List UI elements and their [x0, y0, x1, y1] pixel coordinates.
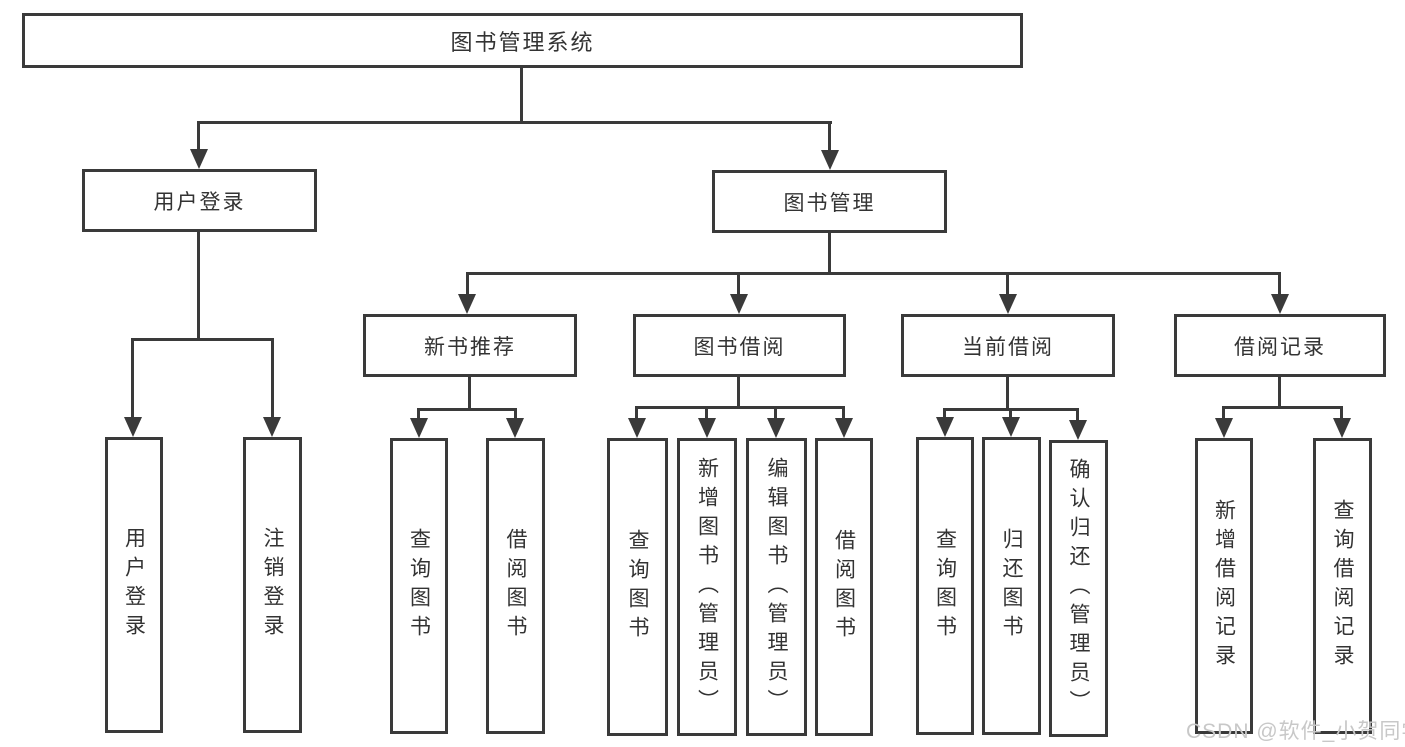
connector-line	[636, 406, 845, 409]
connector-line	[520, 68, 523, 121]
node-current-borrowing: 当前借阅	[901, 314, 1115, 377]
connector-line	[1278, 377, 1281, 406]
arrow-down-icon	[628, 418, 646, 438]
arrow-down-icon	[190, 149, 208, 169]
connector-line	[774, 406, 777, 419]
node-label: 图书管理系统	[450, 29, 595, 55]
arrow-down-icon	[410, 418, 428, 438]
node-label: 归还图书	[1000, 528, 1023, 644]
connector-line	[705, 406, 708, 419]
node-label: 查询图书	[407, 528, 431, 644]
connector-line	[466, 272, 1281, 275]
node-label: 编辑图书（管理员）	[765, 456, 788, 718]
leaf-confirm-return-admin: 确认归还（管理员）	[1049, 440, 1108, 737]
leaf-add-borrow-record: 新增借阅记录	[1195, 438, 1253, 734]
arrow-down-icon	[835, 418, 853, 438]
leaf-return-books: 归还图书	[982, 437, 1041, 735]
connector-line	[1009, 408, 1012, 419]
arrow-down-icon	[506, 418, 524, 438]
leaf-borrow-books-recommend: 借阅图书	[486, 438, 545, 734]
node-library-management-system: 图书管理系统	[22, 13, 1023, 68]
node-label: 查询图书	[933, 528, 957, 644]
connector-line	[635, 406, 638, 419]
connector-line	[737, 272, 740, 296]
connector-line	[1006, 272, 1009, 296]
arrow-down-icon	[936, 417, 954, 437]
connector-line	[1340, 406, 1343, 419]
connector-line	[197, 121, 200, 150]
connector-line	[417, 408, 420, 419]
leaf-edit-books-admin: 编辑图书（管理员）	[746, 438, 807, 736]
arrow-down-icon	[263, 417, 281, 437]
node-label: 确认归还（管理员）	[1067, 458, 1090, 719]
arrow-down-icon	[124, 417, 142, 437]
connector-line	[131, 338, 134, 418]
node-label: 当前借阅	[962, 335, 1054, 359]
node-book-borrowing: 图书借阅	[633, 314, 846, 377]
arrow-down-icon	[458, 294, 476, 314]
node-label: 查询图书	[626, 529, 649, 645]
leaf-add-books-admin: 新增图书（管理员）	[677, 438, 737, 736]
leaf-user-login: 用户登录	[105, 437, 163, 733]
leaf-borrow-books-borrowing: 借阅图书	[815, 438, 873, 736]
arrow-down-icon	[1002, 417, 1020, 437]
node-borrowing-records: 借阅记录	[1174, 314, 1386, 377]
csdn-watermark: CSDN @软件_小贺同学	[1186, 720, 1405, 743]
arrow-down-icon	[730, 294, 748, 314]
connector-line	[737, 377, 740, 406]
node-label: 用户登录	[153, 190, 246, 214]
connector-line	[466, 272, 469, 296]
node-label: 借阅记录	[1234, 335, 1326, 359]
arrow-down-icon	[1215, 418, 1233, 438]
arrow-down-icon	[821, 150, 839, 170]
connector-line	[1222, 406, 1225, 419]
connector-line	[1006, 377, 1009, 408]
node-label: 图书管理	[783, 191, 876, 215]
connector-line	[468, 377, 471, 408]
node-user-login: 用户登录	[82, 169, 317, 232]
node-label: 图书借阅	[693, 335, 786, 359]
node-book-management: 图书管理	[712, 170, 947, 233]
node-label: 新书推荐	[424, 335, 516, 359]
connector-line	[828, 121, 831, 151]
connector-line	[1076, 408, 1079, 421]
arrow-down-icon	[1069, 420, 1087, 440]
leaf-query-borrow-record: 查询借阅记录	[1313, 438, 1372, 734]
connector-line	[1223, 406, 1343, 409]
arrow-down-icon	[698, 418, 716, 438]
leaf-query-books-recommend: 查询图书	[390, 438, 448, 734]
node-label: 借阅图书	[832, 529, 856, 645]
leaf-query-books-borrowing: 查询图书	[607, 438, 668, 736]
node-label: 注销登录	[261, 527, 284, 643]
connector-line	[943, 408, 946, 419]
connector-line	[198, 121, 832, 124]
arrow-down-icon	[1333, 418, 1351, 438]
node-label: 用户登录	[122, 527, 146, 643]
node-new-book-recommendation: 新书推荐	[363, 314, 577, 377]
leaf-logout-login: 注销登录	[243, 437, 302, 733]
node-label: 查询借阅记录	[1331, 499, 1354, 673]
node-label: 借阅图书	[504, 528, 527, 644]
node-label: 新增图书（管理员）	[695, 456, 719, 718]
arrow-down-icon	[999, 294, 1017, 314]
connector-line	[514, 408, 517, 419]
connector-line	[271, 338, 274, 418]
leaf-query-books-current: 查询图书	[916, 437, 974, 735]
connector-line	[828, 233, 831, 272]
node-label: 新增借阅记录	[1212, 499, 1236, 673]
connector-line	[132, 338, 274, 341]
connector-line	[1278, 272, 1281, 296]
connector-line	[197, 232, 200, 338]
connector-line	[418, 408, 517, 411]
arrow-down-icon	[1271, 294, 1289, 314]
arrow-down-icon	[767, 418, 785, 438]
connector-line	[842, 406, 845, 419]
